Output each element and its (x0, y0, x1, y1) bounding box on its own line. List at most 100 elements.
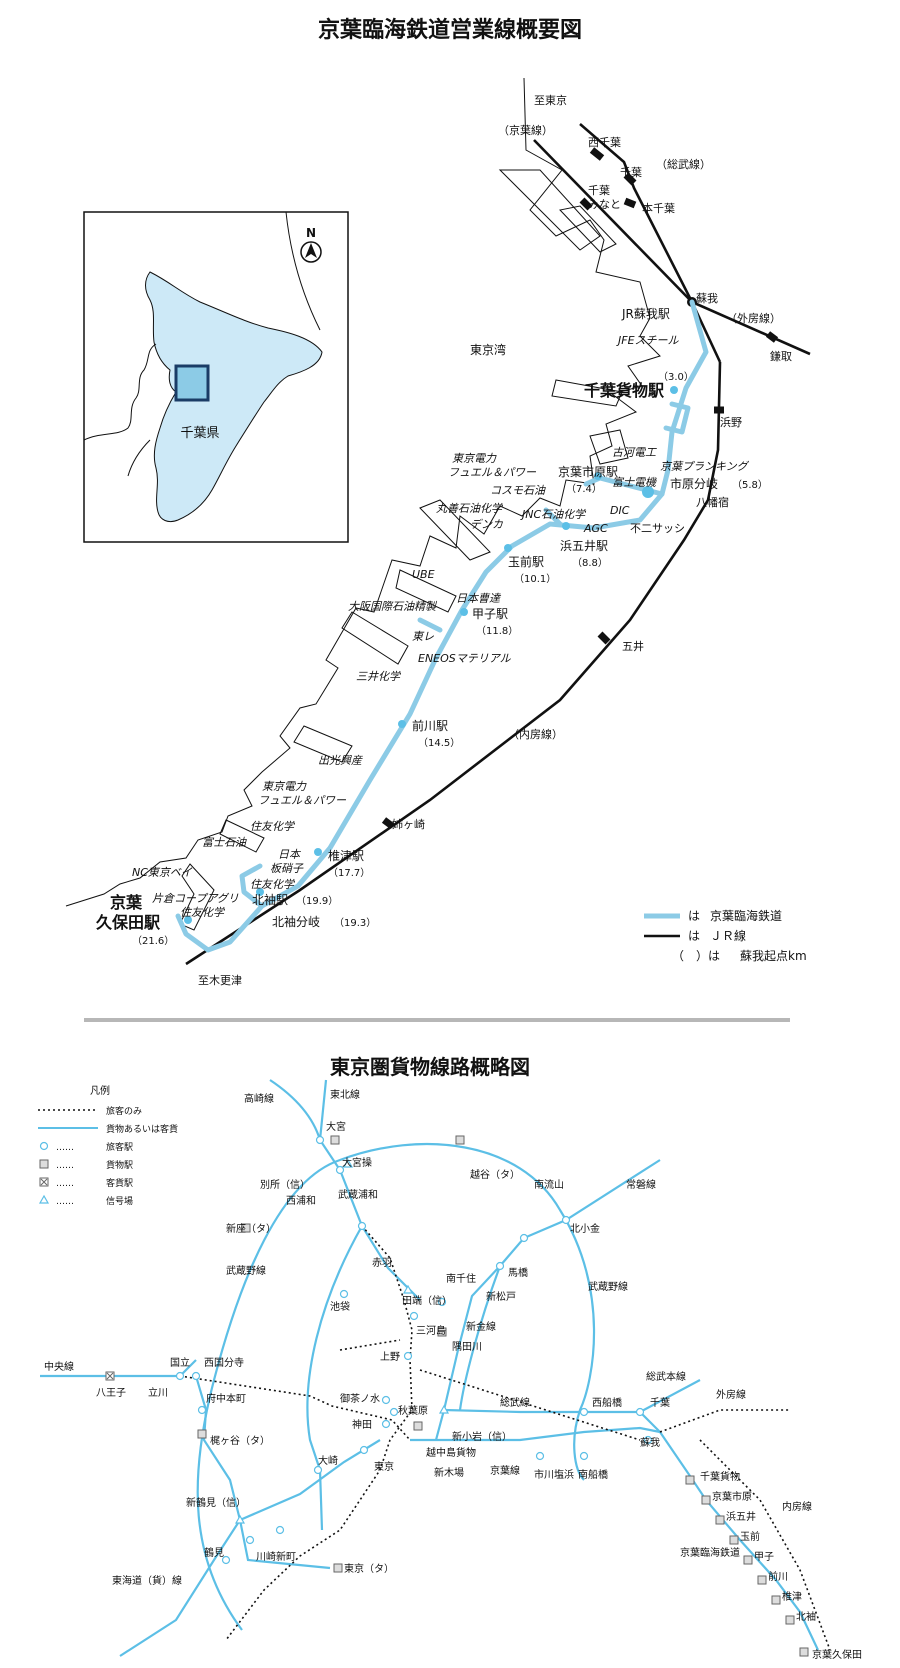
lbl-kasshi: 甲子 (754, 1551, 774, 1563)
label-tokyo-bay: 東京湾 (470, 342, 506, 357)
lbl-keiyo-line: 京葉線 (490, 1464, 520, 1477)
label-furukawa: 古河電工 (612, 446, 657, 459)
map2-signals (234, 1158, 450, 1524)
label-tokyo-ep2-1: 東京電力 (262, 780, 307, 793)
lbl-keiyo-ichihara: 京葉市原 (712, 1490, 752, 1503)
pier-4 (589, 429, 629, 465)
label-km-14-5: （14.5） (418, 737, 460, 749)
label-km-17-7: （17.7） (328, 867, 370, 879)
passenger-lines (179, 1225, 831, 1651)
lbl-musashino: 武蔵野線 (226, 1264, 266, 1277)
lbl-ikebukuro: 池袋 (330, 1300, 350, 1313)
label-kamatori: 鎌取 (770, 349, 792, 363)
label-km-10-1: （10.1） (514, 573, 556, 585)
ibaraki-border (285, 211, 321, 331)
label-nihon-ita-2: 板硝子 (270, 862, 304, 875)
sobu-honsen (639, 1379, 701, 1413)
label-keiyo-planking: 京葉プランキング (660, 460, 750, 473)
svg-text:……: …… (56, 1143, 74, 1153)
lbl-uchibo: 内房線 (782, 1500, 812, 1513)
svg-text:（ ）は: （ ）は (672, 949, 720, 963)
takasaki-line (269, 1079, 322, 1141)
keiyo-rinkai-spur-chiba (663, 401, 691, 435)
lbl-maekawa: 前川 (768, 1570, 788, 1583)
svg-text:N: N (306, 226, 316, 240)
lbl-sumidagawa: 隅田川 (452, 1341, 482, 1353)
label-idemitsu: 出光興産 (318, 754, 363, 767)
kanagawa-shoreline (127, 439, 151, 477)
lbl-ueno: 上野 (380, 1351, 400, 1363)
lbl-sobu-line: 総武線 (500, 1396, 530, 1409)
label-kubota-2: 久保田駅 (96, 913, 161, 932)
label-sumitomo-3: 住友化学 (180, 906, 226, 919)
label-jr-soga: JR蘇我駅 (621, 307, 670, 321)
lbl-kitasode: 北袖 (796, 1610, 816, 1623)
svg-text:蘇我起点km: 蘇我起点km (740, 949, 807, 963)
pier-6 (395, 569, 457, 613)
label-denka: デンカ (470, 518, 503, 531)
lbl-omiya-sosha: 大宮操 (342, 1156, 372, 1169)
pier-1 (498, 169, 601, 251)
lbl-hamagoi: 浜五井 (726, 1510, 756, 1523)
keiyo-rinkai-spur-goi (543, 507, 563, 527)
label-nihon-ita-1: 日本 (278, 848, 302, 861)
label-sotobo: （外房線） (726, 311, 781, 325)
label-dic: DIC (610, 504, 630, 517)
title-keiyo-map: 京葉臨海鉄道営業線概要図 (318, 17, 582, 43)
lbl-ichikawa-shiohama: 市川塩浜 (534, 1468, 574, 1481)
label-jnc: JNC石油化学 (520, 508, 587, 521)
koshinaka-branch (434, 1409, 446, 1441)
lbl-mikawashima: 三河島 (416, 1324, 446, 1337)
label-fuji-sash: 不二サッシ (630, 522, 685, 535)
lbl-tokyo: 東京 (374, 1460, 394, 1473)
jr-uchibo-line (185, 361, 722, 966)
label-shiizu: 椎津駅 (328, 848, 364, 863)
lbl-chuo: 中央線 (44, 1360, 74, 1373)
svg-text:京葉臨海鉄道: 京葉臨海鉄道 (710, 908, 782, 923)
inset-pref-label: 千葉県 (180, 426, 219, 441)
focus-box (174, 364, 210, 402)
label-to-tokyo: 至東京 (534, 93, 567, 107)
coastline (65, 77, 661, 907)
label-mitsui: 三井化学 (356, 670, 402, 683)
lbl-shin-matsudo: 新松戸 (486, 1290, 516, 1303)
svg-text:客貨駅: 客貨駅 (106, 1177, 133, 1189)
label-chiba-minato-1: 千葉 (588, 183, 610, 197)
lbl-osaki: 大崎 (318, 1454, 338, 1467)
nambu-line (194, 1375, 242, 1521)
lbl-tamasaki: 玉前 (740, 1530, 760, 1543)
lbl-akabane: 赤羽 (372, 1257, 392, 1269)
lbl-tsurumi: 鶴見 (204, 1546, 224, 1559)
section-divider (84, 1018, 790, 1022)
musashino-ring (196, 1142, 596, 1631)
svg-text:貨物あるいは客貨: 貨物あるいは客貨 (106, 1123, 178, 1135)
svg-text:信号場: 信号場 (106, 1195, 133, 1207)
label-kitasode-bunki: 北袖分岐 (272, 914, 320, 929)
tohoku-line (318, 1079, 421, 1301)
lbl-akihabara: 秋葉原 (398, 1404, 428, 1417)
label-tokyo-ep-1: 東京電力 (452, 452, 497, 465)
lbl-keiyo-rinkai: 京葉臨海鉄道 (680, 1546, 740, 1559)
keiyo-rinkai-spur-kitasode (239, 863, 265, 909)
svg-text:貨物駅: 貨物駅 (106, 1159, 133, 1171)
label-sumitomo-1: 住友化学 (250, 820, 296, 833)
label-sumitomo-2: 住友化学 (250, 878, 296, 891)
pier-3 (551, 379, 623, 407)
jr-sobu-line (579, 123, 811, 356)
label-fuji-oil: 富士石油 (202, 836, 247, 849)
label-chiba-kamotsu: 千葉貨物駅 (584, 381, 665, 400)
keiyo-map: 至東京 （京葉線） 西千葉 千葉 （総武線） 千葉 みなと 本千葉 蘇我 JR蘇… (65, 77, 811, 987)
lbl-kawasaki-shinmachi: 川崎新町 (256, 1550, 296, 1563)
lbl-musashino-2: 武蔵野線 (588, 1280, 628, 1293)
lbl-sotobo: 外房線 (716, 1388, 746, 1401)
label-hamagoi: 浜五井駅 (560, 539, 608, 553)
shin-kanamachi-line (458, 1265, 502, 1411)
label-kasshi: 甲子駅 (472, 607, 508, 621)
label-maruzen: 丸善石油化学 (436, 502, 504, 515)
lbl-omiya: 大宮 (326, 1120, 346, 1133)
lbl-soga: 蘇我 (640, 1436, 660, 1449)
label-nihon-soda: 日本曹達 (456, 592, 502, 605)
label-kubota-1: 京葉 (110, 893, 143, 912)
pier-10 (219, 819, 265, 853)
lbl-tohoku: 東北線 (330, 1088, 360, 1101)
